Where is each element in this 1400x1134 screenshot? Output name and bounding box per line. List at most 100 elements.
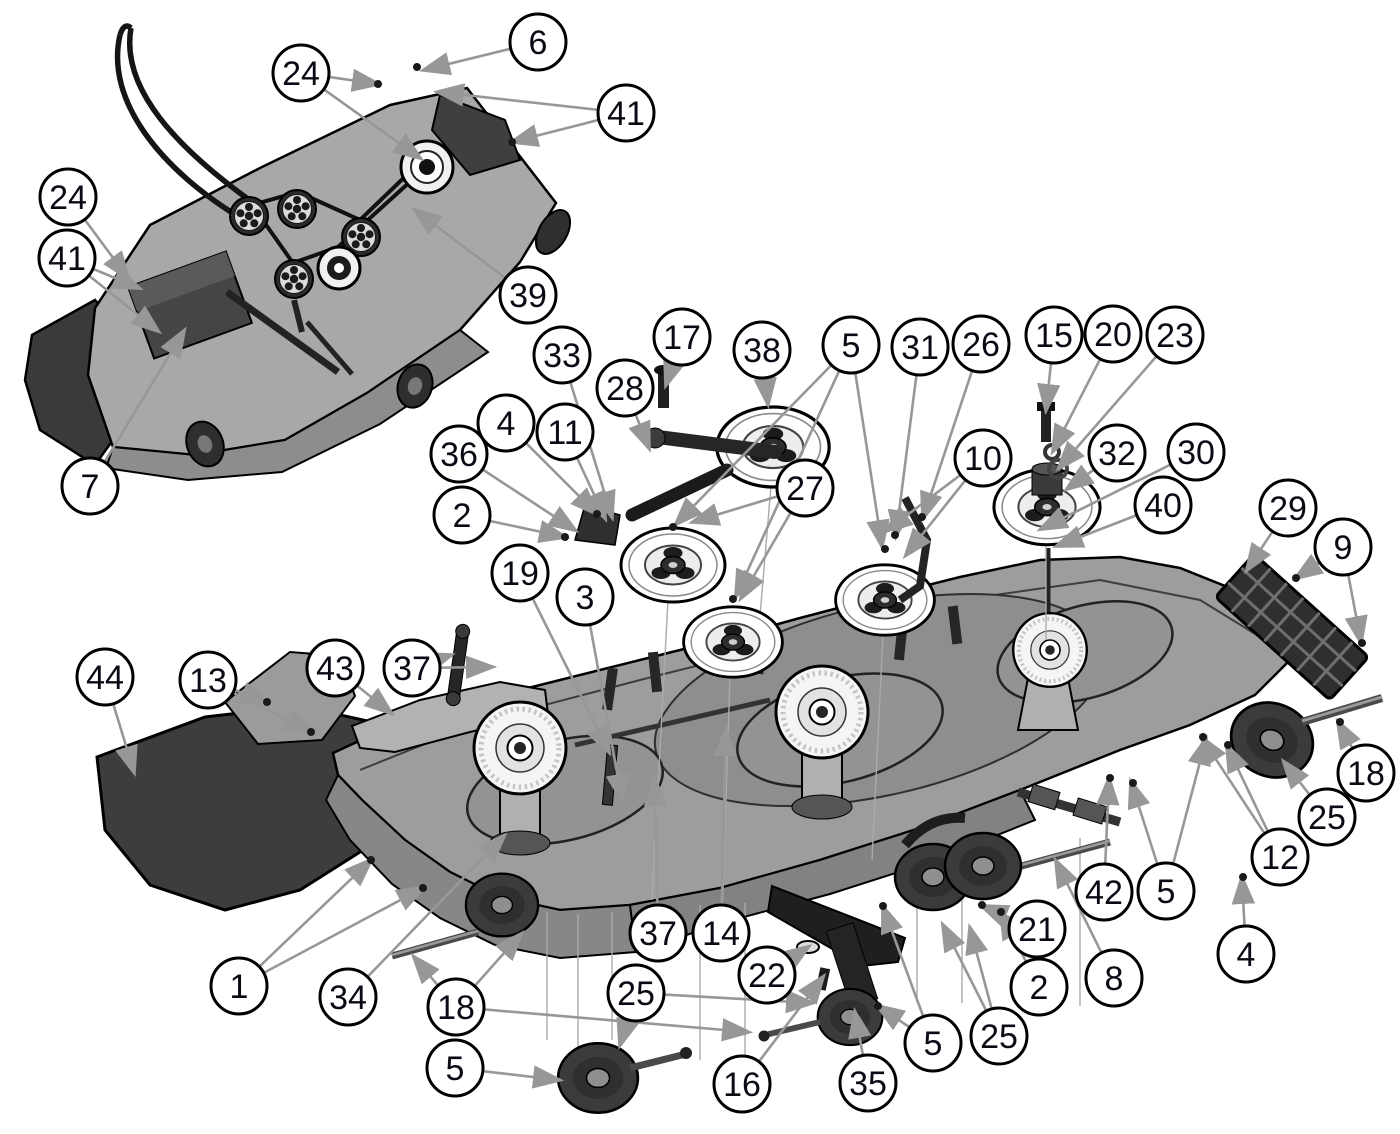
callout-balloon-4: 4 (1216, 924, 1276, 984)
callout-balloon-24: 24 (38, 167, 98, 227)
anti-scalp-wheel (556, 1042, 640, 1114)
balloon-number: 19 (501, 555, 539, 593)
leader-arrow (853, 372, 890, 552)
idler-pulley (682, 605, 784, 679)
balloon-circle (1313, 517, 1373, 577)
drive-belt (127, 27, 254, 205)
balloon-circle (432, 485, 492, 545)
balloon-number: 43 (316, 650, 354, 688)
washer (1043, 443, 1061, 461)
leader-arrow (233, 681, 272, 704)
balloon-number: 25 (617, 975, 655, 1013)
balloon-number: 2 (1030, 969, 1049, 1007)
leader-arrow (92, 267, 144, 291)
tension-spring (625, 463, 734, 522)
hardware-bolt (891, 531, 899, 539)
balloon-number: 10 (964, 440, 1002, 478)
balloon-circle (318, 967, 378, 1027)
hardware-bolt (1224, 741, 1232, 749)
anti-scalp-wheel (816, 987, 884, 1047)
balloon-circle (60, 456, 120, 516)
hardware-bolt (561, 533, 569, 541)
balloon-circle (1083, 304, 1143, 364)
balloon-circle (532, 325, 592, 385)
balloon-circle (1007, 899, 1067, 959)
balloon-number: 5 (842, 327, 861, 365)
balloon-number: 37 (393, 650, 431, 688)
balloon-number: 35 (849, 1065, 887, 1103)
leader-arrow (1127, 777, 1159, 865)
balloon-circle (37, 228, 97, 288)
callout-balloon-41: 41 (37, 228, 97, 288)
deck-skirt (104, 328, 490, 482)
idler-pulley (619, 526, 727, 604)
balloon-circle (903, 1013, 963, 1073)
callout-balloon-6: 6 (508, 12, 568, 72)
spring-rod (224, 289, 341, 375)
balloon-circle (1216, 924, 1276, 984)
leader-arrow (965, 922, 993, 1010)
leader-arrow (1280, 757, 1311, 796)
leader-arrow (481, 468, 580, 533)
link-bar (445, 623, 471, 707)
leader-arrow (977, 903, 1012, 927)
balloon-circle (490, 543, 550, 603)
balloon-circle (691, 903, 751, 963)
leader-arrow (473, 930, 525, 987)
hardware-bolt (1292, 574, 1300, 582)
hardware-bolt (874, 1002, 882, 1010)
idler-arm (643, 429, 782, 459)
callout-balloon-14: 14 (691, 903, 751, 963)
callout-balloon-15: 15 (1024, 305, 1084, 365)
leader-arrow (111, 703, 138, 777)
balloon-number: 25 (980, 1018, 1018, 1056)
assembled-deck-view (23, 23, 572, 482)
callout-balloon-25: 25 (1297, 787, 1357, 847)
callout-balloon-5: 5 (1136, 861, 1196, 921)
leader-arrow (1335, 717, 1361, 751)
hardware-bolt (1106, 774, 1114, 782)
callout-balloon-11: 11 (535, 402, 595, 462)
leader-arrow (616, 1016, 639, 1050)
balloon-circle (628, 903, 688, 963)
callout-balloon-28: 28 (595, 358, 655, 418)
balloon-circle (1136, 861, 1196, 921)
balloon-circle (1258, 478, 1318, 538)
balloon-circle (555, 567, 615, 627)
leader-arrow (663, 989, 818, 1014)
hardware-bolt (419, 884, 427, 892)
leader-arrow (1096, 773, 1120, 865)
leader-arrow (757, 972, 827, 1063)
pulley (277, 189, 317, 229)
spring-rod (305, 320, 354, 376)
caster-wheel (396, 363, 434, 409)
balloon-number: 13 (189, 662, 227, 700)
hardware-bolt (374, 80, 382, 88)
balloon-circle (1087, 423, 1147, 483)
callout-balloon-5: 5 (821, 315, 881, 375)
leader-arrow (263, 885, 428, 974)
callout-balloon-44: 44 (75, 647, 135, 707)
balloon-circle (476, 393, 536, 453)
balloon-circle (652, 307, 712, 367)
belt-cover (430, 93, 522, 177)
balloon-circle (535, 402, 595, 462)
leader-arrow (1199, 733, 1266, 835)
leader-arrow (881, 473, 962, 535)
leader-arrow (1050, 358, 1102, 456)
leader-arrow (643, 774, 668, 906)
hardware-bolt (593, 510, 601, 518)
hardware-bolt (879, 902, 887, 910)
balloon-number: 42 (1085, 874, 1123, 912)
leader-arrow (418, 47, 512, 76)
balloon-number: 44 (86, 659, 124, 697)
leader-arrow (880, 902, 925, 1018)
balloon-number: 28 (606, 370, 644, 408)
balloon-circle (1084, 948, 1144, 1008)
leader-arrow (323, 88, 425, 162)
hardware-bolt (307, 728, 315, 736)
balloon-number: 23 (1156, 317, 1194, 355)
